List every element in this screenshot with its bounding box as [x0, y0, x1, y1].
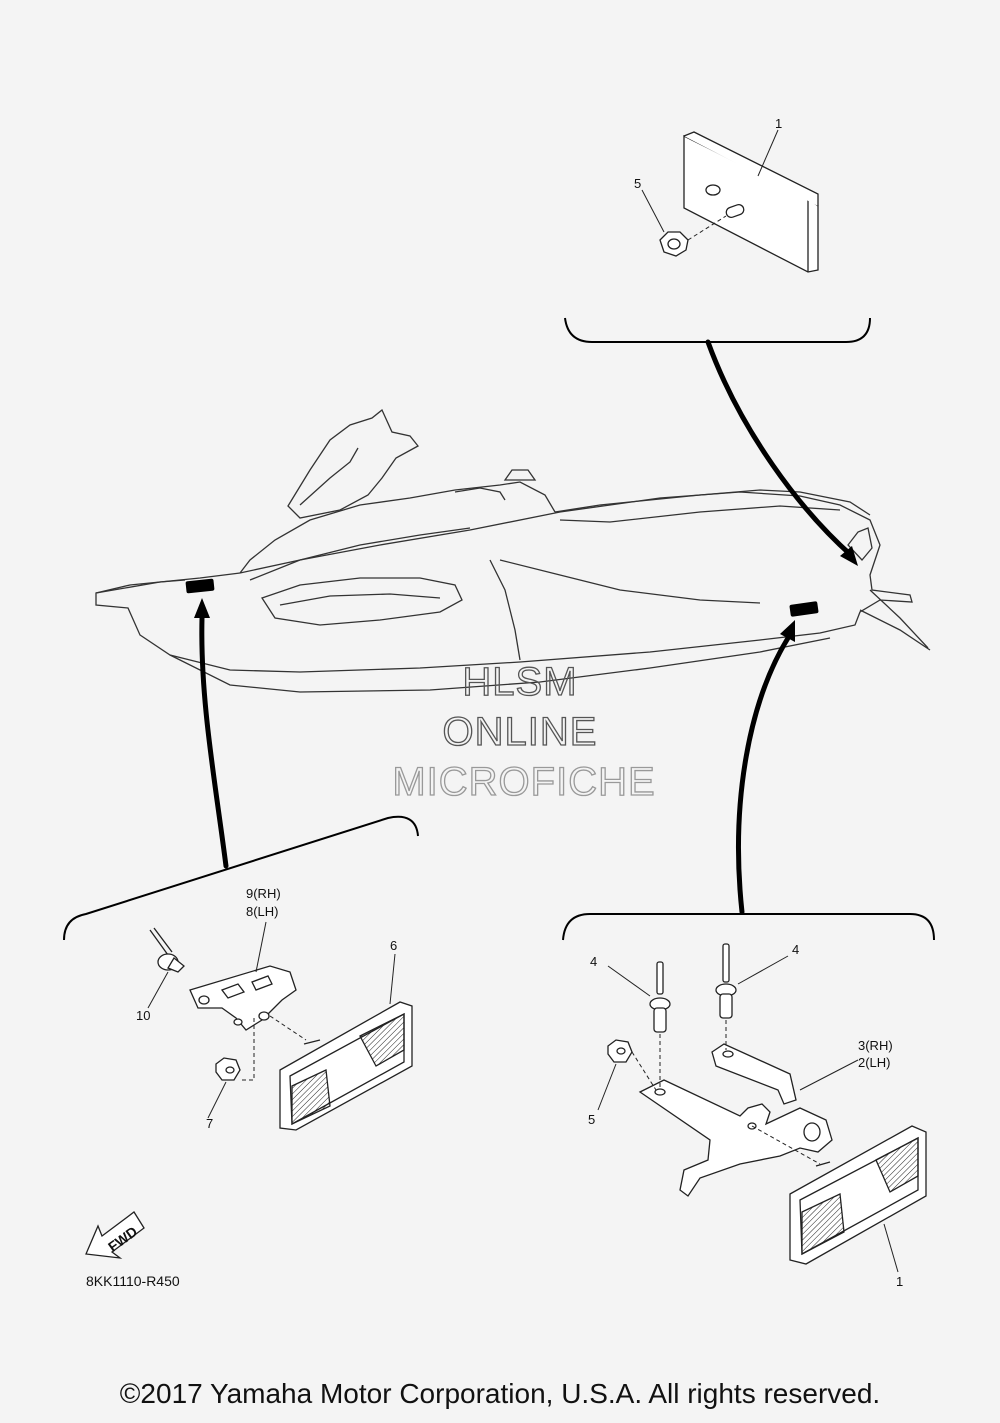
top-callout-arrow	[705, 339, 855, 559]
callout-right-rivet-a: 4	[590, 954, 597, 969]
top-flange-nut	[659, 231, 689, 257]
right-blind-rivet-b	[715, 943, 737, 1019]
right-flange-nut	[607, 1039, 633, 1063]
callout-right-rivet-b: 4	[792, 942, 799, 957]
right-arrowhead	[780, 620, 795, 642]
fwd-arrow-icon: FWD	[85, 1211, 145, 1259]
leader-arrows	[199, 339, 855, 915]
copyright-notice: ©2017 Yamaha Motor Corporation, U.S.A. A…	[119, 1378, 881, 1409]
callout-right-bracket-lh: 2(LH)	[858, 1055, 891, 1070]
callout-left-nut: 7	[206, 1116, 213, 1131]
callout-left-rivet: 10	[136, 1008, 150, 1023]
callout-left-bracket-lh: 8(LH)	[246, 904, 279, 919]
right-callout-arrow	[736, 635, 791, 915]
top-leader-lines	[641, 129, 779, 241]
left-blind-rivet	[149, 927, 185, 973]
drawing-code: 8KK1110-R450	[86, 1273, 180, 1289]
callout-left-reflector: 6	[390, 938, 397, 953]
watermark-line-2: ONLINE	[443, 710, 598, 754]
top-callout-bracket	[564, 317, 871, 343]
front-reflector-location-marker	[185, 578, 215, 594]
right-leader-lines	[597, 955, 899, 1273]
callout-top-nut: 5	[634, 176, 641, 191]
callout-right-reflector: 1	[896, 1274, 903, 1289]
left-flange-nut	[215, 1057, 241, 1081]
callout-right-bracket-rh: 3(RH)	[858, 1038, 893, 1053]
watermark: HLSM ONLINE MICROFICHE	[392, 659, 656, 804]
snowmobile-outline	[95, 408, 931, 693]
left-arrowhead	[194, 598, 210, 618]
top-arrowhead	[840, 546, 858, 566]
right-callout-bracket	[562, 913, 935, 941]
callout-left-bracket-rh: 9(RH)	[246, 886, 281, 901]
callout-brackets	[63, 317, 935, 941]
right-reflector	[789, 1125, 927, 1265]
right-blind-rivet-a	[649, 961, 671, 1033]
left-reflector-bracket	[189, 965, 297, 1031]
right-reflector-bracket	[638, 1043, 833, 1197]
top-reflector-part	[683, 131, 819, 273]
watermark-line-1: HLSM	[462, 660, 577, 704]
left-reflector	[279, 1001, 413, 1131]
left-callout-arrow	[199, 615, 229, 869]
rear-reflector-location-marker	[789, 601, 819, 617]
callout-right-nut: 5	[588, 1112, 595, 1127]
watermark-line-3: MICROFICHE	[392, 760, 655, 804]
left-leader-lines	[147, 921, 396, 1119]
callout-top-reflector: 1	[775, 116, 782, 131]
parts-diagram: 1 5 9(RH) 8(LH) 6 10 7	[63, 116, 935, 1289]
left-callout-bracket	[63, 815, 419, 941]
